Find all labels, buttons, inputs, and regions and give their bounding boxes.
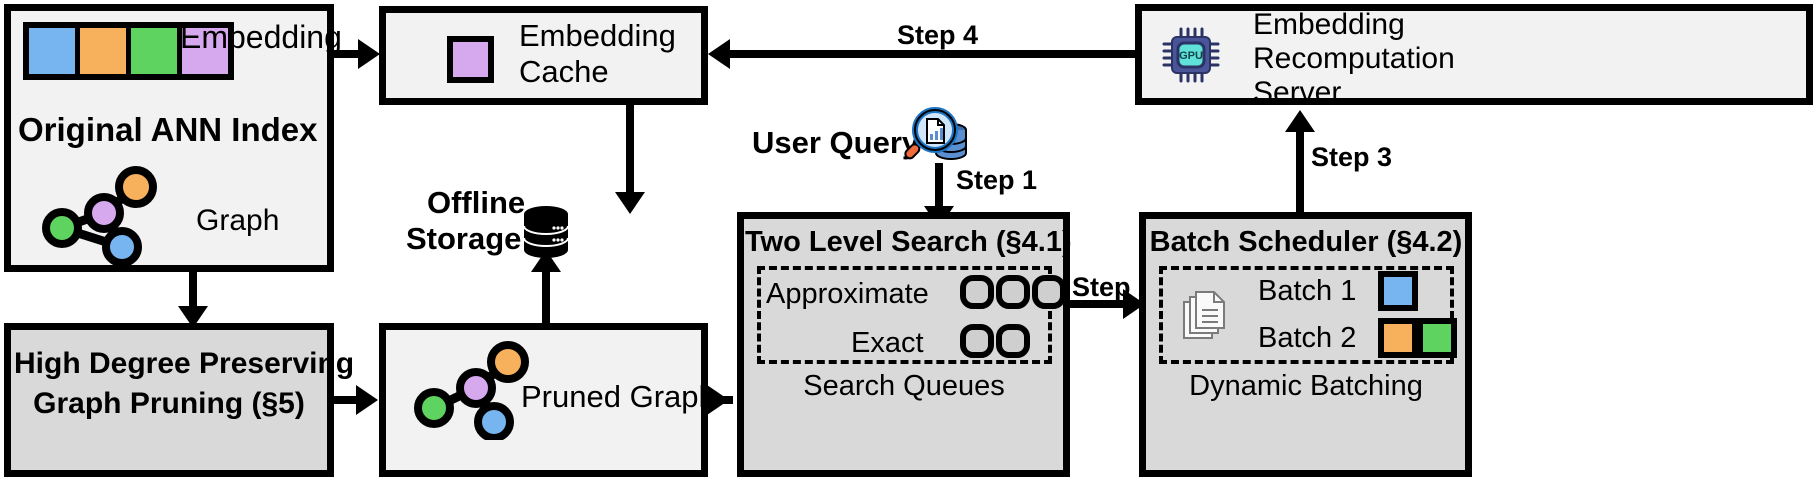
batch-1-swatch-0 [1378, 271, 1418, 311]
recomputation-server-line1: Embedding [1253, 8, 1405, 41]
graph-pruning-line2: Graph Pruning (§5) [33, 387, 305, 420]
search-queue-slot-approximate-1[interactable] [996, 275, 1030, 309]
two-level-search-title: Two Level Search (§4.1) [745, 226, 1072, 258]
step-3-label: Step 3 [1311, 142, 1393, 172]
search-queues-caption: Search Queues [803, 370, 1005, 402]
original-ann-index-title: Original ANN Index [18, 111, 318, 148]
recomputation-server-line3: Server [1253, 76, 1342, 109]
arrow-index-to-pruning-head [178, 306, 208, 328]
recomputation-server-box [1135, 4, 1813, 105]
step-4-label: Step 4 [897, 20, 979, 50]
embedding-cell-3 [182, 28, 228, 74]
arrow-index-to-cache-head [358, 39, 380, 69]
arrow-pruned-to-search-head [707, 385, 729, 415]
search-queue-slot-exact-1[interactable] [996, 324, 1030, 358]
arrow-cache-to-storage-line [626, 105, 634, 197]
batch-1-label: Batch 1 [1258, 275, 1357, 307]
arrow-step1-line [935, 163, 943, 211]
search-queue-slot-exact-0[interactable] [960, 324, 994, 358]
step-1-label: Step 1 [956, 165, 1038, 195]
embedding-cell-2 [131, 28, 182, 74]
graph-pruning-line1: High Degree Preserving [14, 347, 355, 380]
search-row-label-exact: Exact [851, 327, 924, 359]
original-graph-icon [36, 165, 166, 265]
search-row-label-approximate: Approximate [766, 278, 929, 310]
search-queues-group [757, 266, 1052, 364]
arrow-index-to-cache-line [334, 50, 366, 58]
embedding-cache-box [379, 6, 708, 105]
database-icon [521, 205, 571, 259]
arrow-index-to-pruning-line [189, 272, 197, 310]
arrow-step3-head [1285, 110, 1315, 132]
arrow-pruning-to-pruned-line [334, 396, 362, 404]
recomputation-server-line2: Recomputation [1253, 42, 1455, 75]
pruned-graph-icon [408, 340, 538, 440]
svg-text:GPU: GPU [1179, 50, 1203, 62]
dynamic-batching-caption: Dynamic Batching [1189, 370, 1423, 402]
arrow-pruning-to-pruned-head [356, 385, 378, 415]
arrow-pruned-to-storage-head [531, 250, 561, 272]
dynamic-batching-group [1159, 266, 1454, 364]
embedding-cache-swatch [447, 36, 494, 83]
embedding-strip [23, 22, 234, 80]
arrow-step4-head [708, 39, 730, 69]
arrow-step2-line [1070, 300, 1132, 308]
graph-pruning-box [4, 323, 334, 477]
embedding-cache-line1: Embedding [519, 18, 676, 53]
step-2-label: Step 2 [1072, 272, 1154, 302]
user-query-label: User Query [752, 125, 920, 160]
offline-storage-line2: Storage [406, 221, 522, 256]
search-queue-slot-approximate-2[interactable] [1032, 275, 1066, 309]
arrow-step4-line [728, 50, 1135, 58]
pruned-graph-label: Pruned Graph [521, 379, 716, 414]
arrow-step3-line [1296, 128, 1304, 214]
embedding-cell-1 [80, 28, 131, 74]
embedding-label: Embedding [180, 19, 342, 55]
offline-storage-line1: Offline [427, 185, 526, 220]
documents-icon [1180, 288, 1228, 342]
arrow-pruned-to-storage-line [542, 268, 550, 323]
batch-scheduler-title: Batch Scheduler (§4.2) [1149, 226, 1463, 258]
embedding-cache-line2: Cache [519, 54, 609, 89]
embedding-cell-0 [29, 28, 80, 74]
search-queue-slot-approximate-0[interactable] [960, 275, 994, 309]
batch-2-swatch-1 [1417, 318, 1457, 358]
query-search-icon [900, 105, 972, 171]
gpu-chip-icon: GPU [1160, 26, 1222, 84]
graph-label: Graph [196, 204, 280, 237]
batch-2-swatch-0 [1378, 318, 1418, 358]
batch-2-label: Batch 2 [1258, 322, 1357, 354]
arrow-cache-to-storage-head [615, 192, 645, 214]
